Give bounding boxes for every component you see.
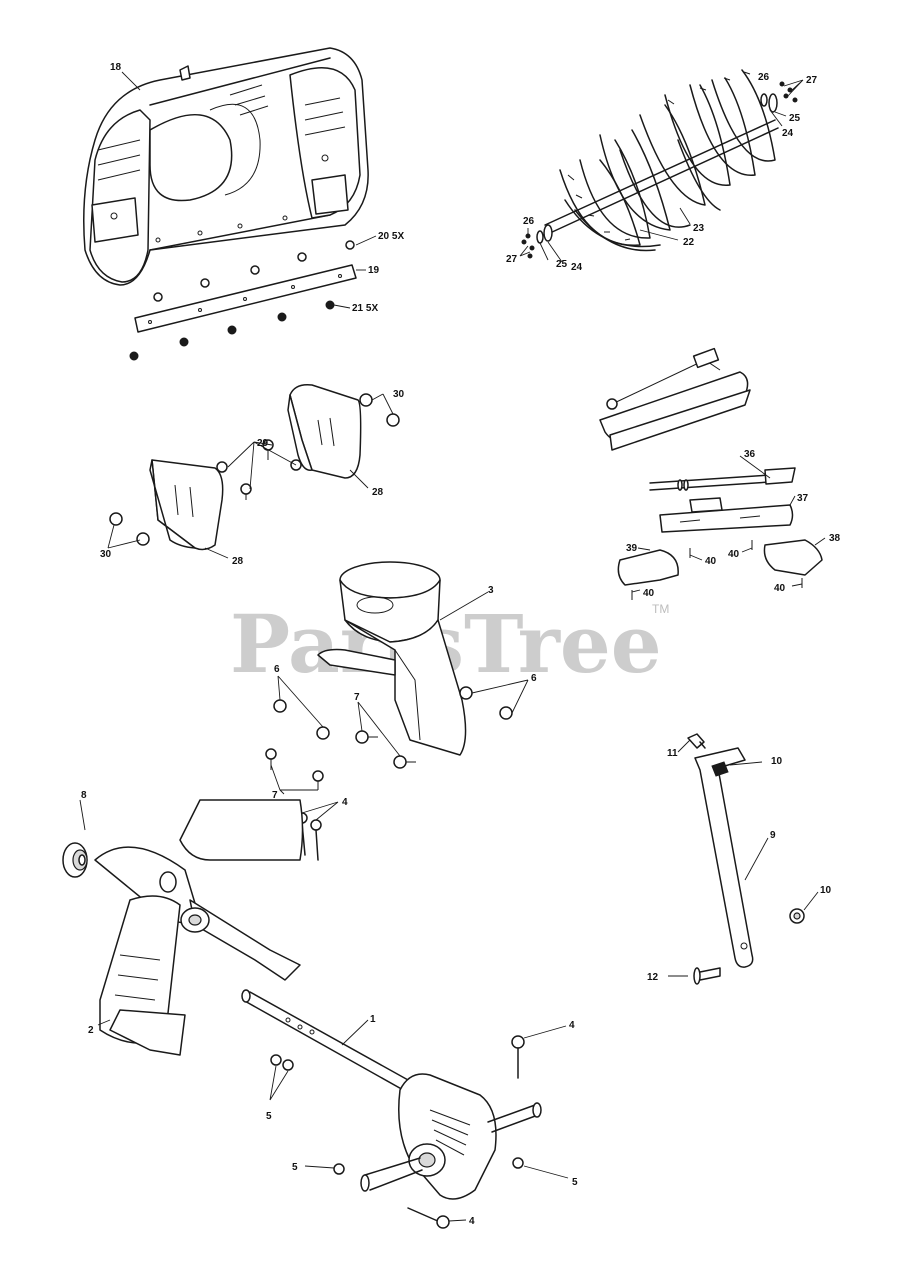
label-5-right: 5	[572, 1177, 578, 1188]
part-8-bearing[interactable]	[62, 842, 88, 878]
part-28-skid-shoe-lower[interactable]	[149, 459, 224, 551]
part-5-hex-nuts[interactable]	[270, 1054, 524, 1175]
part-36-chute-control-shaft[interactable]	[649, 467, 796, 491]
label-30-upper: 30	[393, 389, 405, 400]
label-3: 3	[488, 585, 494, 596]
label-38: 38	[829, 533, 841, 544]
part-7-carriage-bolts[interactable]	[265, 730, 416, 790]
part-22-auger-left[interactable]	[559, 129, 691, 252]
label-20: 20 5X	[378, 231, 404, 242]
label-21: 21 5X	[352, 303, 378, 314]
label-11: 11	[667, 748, 678, 759]
part-6-flange-nuts[interactable]	[273, 686, 513, 740]
part-28-skid-shoe-upper[interactable]	[287, 383, 362, 479]
label-5-center: 5	[292, 1162, 298, 1173]
label-7-upper: 7	[354, 692, 360, 703]
label-23: 23	[693, 223, 705, 234]
label-18: 18	[110, 62, 122, 73]
label-6-left: 6	[274, 664, 280, 675]
part-23-auger-right[interactable]	[639, 69, 776, 211]
label-9: 9	[770, 830, 776, 841]
label-40-left: 40	[643, 588, 655, 599]
label-30-lower: 30	[100, 549, 112, 560]
part-38-chute-end-right[interactable]	[763, 539, 823, 576]
part-3-discharge-chute[interactable]	[317, 561, 467, 756]
label-25-lower: 25	[556, 259, 568, 270]
label-4-upper: 4	[342, 797, 348, 808]
part-auger-shaft[interactable]	[544, 119, 779, 234]
label-6-right: 6	[531, 673, 537, 684]
label-39: 39	[626, 543, 638, 554]
label-12: 12	[647, 972, 659, 983]
part-2-impeller[interactable]	[94, 799, 304, 1056]
label-5-left: 5	[266, 1111, 272, 1122]
label-4-bottom: 4	[469, 1216, 475, 1227]
label-40-center: 40	[705, 556, 717, 567]
label-19: 19	[368, 265, 380, 276]
label-26-lower: 26	[523, 216, 535, 227]
part-20-carriage-bolts[interactable]	[153, 240, 355, 302]
label-1: 1	[370, 1014, 376, 1025]
label-37: 37	[797, 493, 809, 504]
part-9-chute-rod[interactable]	[694, 747, 754, 968]
label-29: 29	[257, 438, 269, 449]
part-24-bearing-right[interactable]	[768, 93, 778, 113]
label-24-lower: 24	[571, 262, 583, 273]
label-8: 8	[81, 790, 87, 801]
part-10-nuts[interactable]	[711, 761, 805, 924]
label-10-lower: 10	[820, 885, 832, 896]
label-25-upper: 25	[789, 113, 801, 124]
part-37-chute-cover[interactable]	[659, 497, 794, 533]
part-24-bearing-left[interactable]	[543, 224, 553, 242]
label-10-upper: 10	[771, 756, 783, 767]
part-1-impeller-shaft[interactable]	[241, 989, 436, 1106]
part-4-hex-bolts-lower[interactable]	[407, 1035, 525, 1229]
part-21-hex-nuts[interactable]	[129, 300, 335, 361]
label-36: 36	[744, 449, 756, 460]
part-29-skid-bolts[interactable]	[216, 439, 302, 500]
part-30-flange-nuts[interactable]	[109, 393, 400, 546]
label-7-lower: 7	[272, 790, 278, 801]
part-39-chute-end-left[interactable]	[617, 549, 679, 586]
part-26-27-fasteners-right[interactable]	[779, 81, 798, 103]
part-18-auger-housing[interactable]	[83, 47, 369, 286]
part-11-pin[interactable]	[687, 733, 706, 749]
part-chute-control-assembly[interactable]	[599, 347, 751, 451]
part-12-clevis-pin[interactable]	[693, 967, 721, 985]
part-25-washer-right[interactable]	[760, 93, 768, 107]
label-40-bottom: 40	[774, 583, 786, 594]
label-26-upper: 26	[758, 72, 770, 83]
part-25-washer-left[interactable]	[536, 230, 544, 244]
label-2: 2	[88, 1025, 94, 1036]
part-26-27-fasteners-left[interactable]	[521, 233, 535, 259]
label-22: 22	[683, 237, 695, 248]
label-28-lower: 28	[232, 556, 244, 567]
label-27-upper: 27	[806, 75, 818, 86]
leader-lines	[79, 71, 826, 1222]
part-gearbox[interactable]	[360, 1073, 542, 1200]
part-40-screws[interactable]	[631, 540, 803, 600]
callout-labels: 18 20 5X 19 21 5X 26 27 25 24 23 22 26 2…	[81, 62, 841, 1227]
label-24-upper: 24	[782, 128, 794, 139]
label-28-upper: 28	[372, 487, 384, 498]
label-40-right: 40	[728, 549, 740, 560]
label-27-lower: 27	[506, 254, 518, 265]
label-4-right: 4	[569, 1020, 575, 1031]
watermark-trademark: TM	[652, 602, 669, 616]
part-19-shave-plate[interactable]	[134, 264, 357, 333]
